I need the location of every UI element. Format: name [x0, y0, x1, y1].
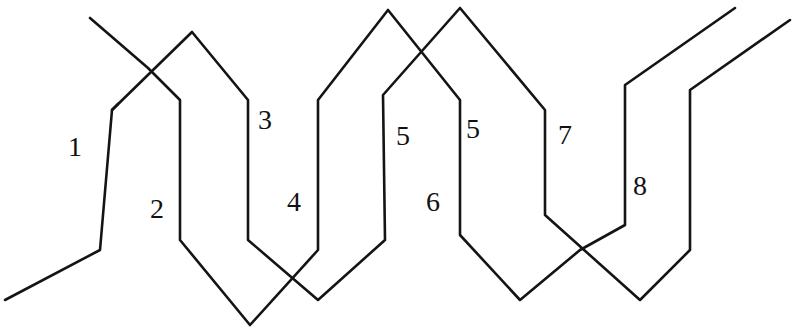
- wire-end: [112, 104, 118, 110]
- conductor-number: 7: [558, 121, 572, 149]
- conductor-number: 2: [150, 195, 164, 223]
- winding-wire: [90, 8, 735, 325]
- conductor-number: 1: [68, 133, 82, 161]
- conductor-number: 5: [396, 122, 410, 150]
- conductor-number: 4: [287, 188, 301, 216]
- conductor-number: 8: [633, 172, 647, 200]
- conductor-number: 6: [426, 188, 440, 216]
- conductor-number: 5: [466, 115, 480, 143]
- conductor-number: 3: [258, 106, 272, 134]
